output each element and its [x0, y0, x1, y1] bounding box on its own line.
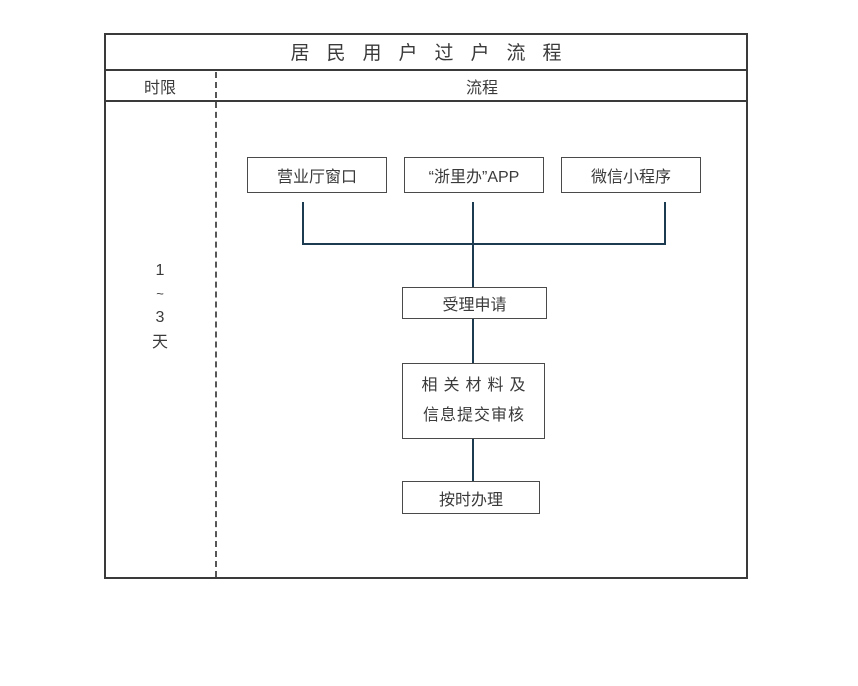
node-label-line1: 相关材料及 — [421, 377, 532, 394]
connector-left-vertical — [302, 202, 304, 245]
time-limit-value: 1 ~ 3 天 — [104, 258, 216, 355]
title-row: 居民用户过户流程 — [104, 33, 748, 71]
connector-accept-to-materials — [472, 319, 474, 363]
node-materials-review: 相关材料及 信息提交审核 — [402, 363, 545, 439]
column-divider-dashed — [215, 72, 217, 577]
header-row: 时限 流程 — [104, 71, 748, 102]
header-time-limit: 时限 — [143, 79, 176, 97]
node-label: 受理申请 — [442, 297, 507, 314]
node-accept-application: 受理申请 — [402, 287, 547, 319]
node-label: 营业厅窗口 — [276, 169, 357, 186]
time-limit-tilde: ~ — [156, 286, 164, 301]
connector-horizontal-join — [302, 243, 666, 245]
header-flow: 流程 — [465, 79, 498, 97]
node-process-on-time: 按时办理 — [402, 481, 540, 514]
node-business-hall-window: 营业厅窗口 — [247, 157, 387, 193]
connector-right-vertical — [664, 202, 666, 245]
node-wechat-miniprogram: 微信小程序 — [561, 157, 701, 193]
node-label: 微信小程序 — [590, 169, 671, 186]
time-limit-line: 3 — [155, 309, 165, 326]
time-limit-line: 1 — [155, 262, 165, 279]
node-zheliban-app: “浙里办”APP — [404, 157, 544, 193]
node-label-line2: 信息提交审核 — [422, 407, 525, 424]
page-title: 居民用户过户流程 — [290, 42, 579, 64]
node-label: 按时办理 — [438, 491, 503, 509]
time-limit-line: 天 — [151, 334, 168, 351]
connector-materials-to-ontime — [472, 439, 474, 481]
node-label: “浙里办”APP — [428, 169, 520, 186]
